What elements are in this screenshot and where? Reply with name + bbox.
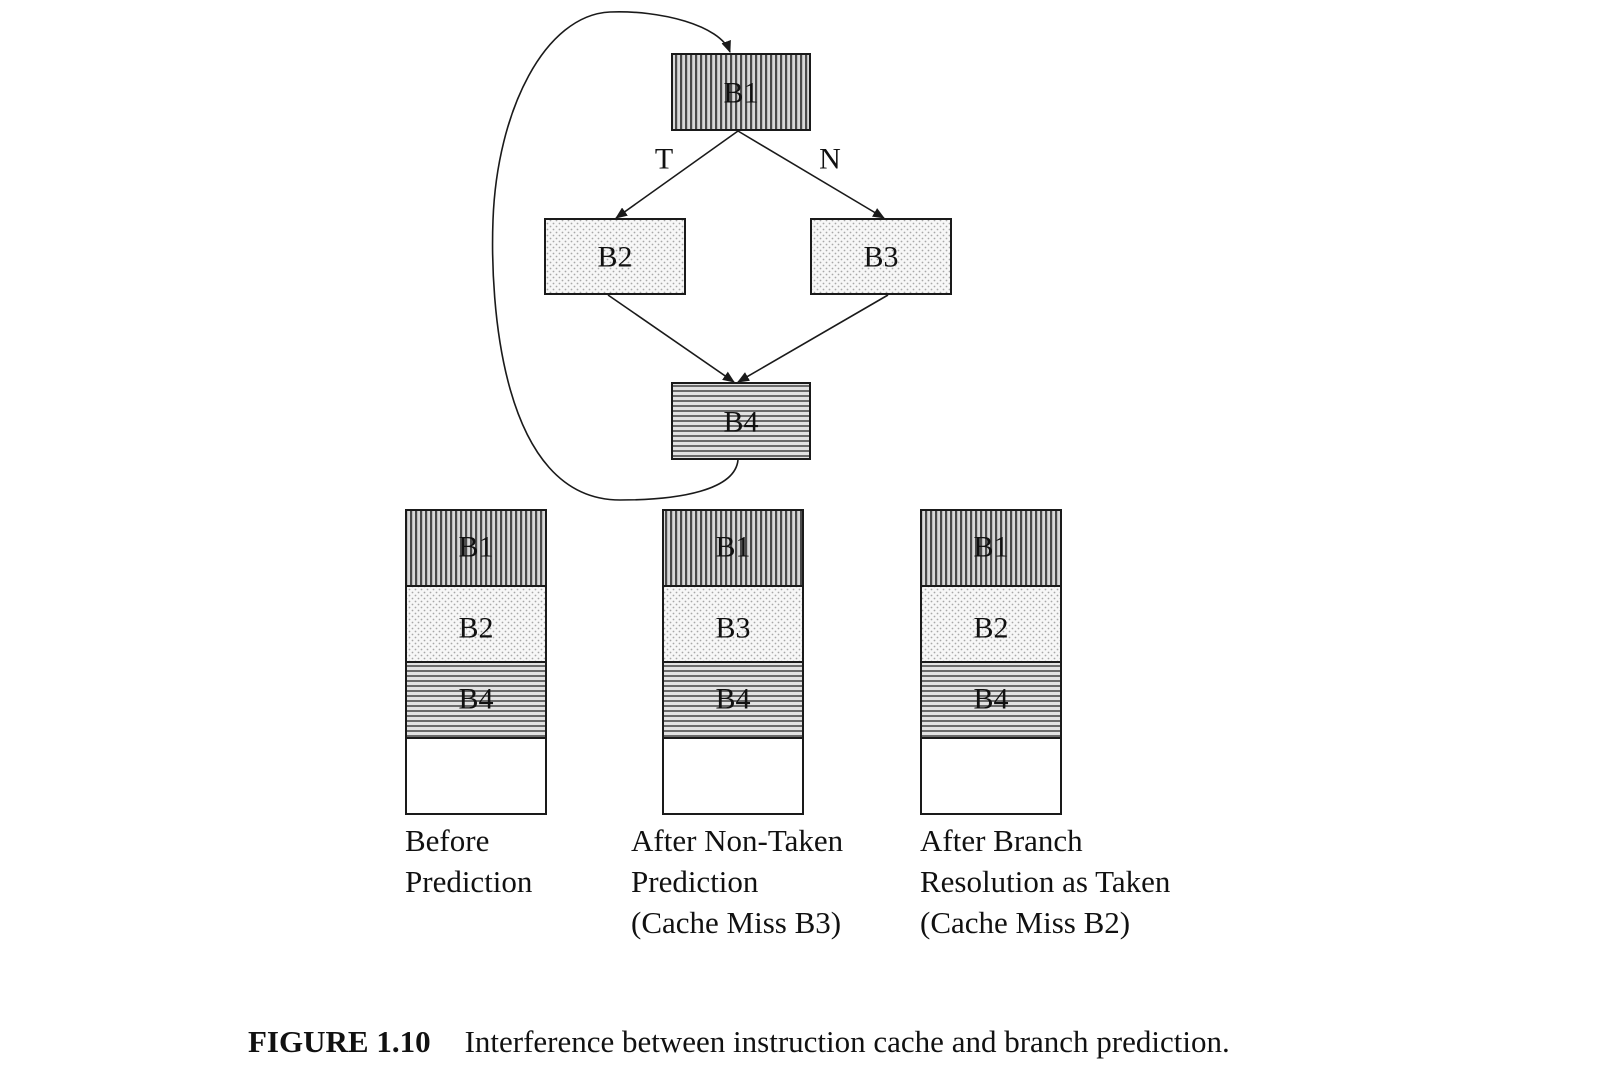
not-taken-label: N <box>819 143 841 176</box>
figure-caption: FIGURE 1.10 Interference between instruct… <box>248 1024 1230 1060</box>
caption-line: Before <box>405 823 490 858</box>
cache-slot-label: B2 <box>973 612 1008 645</box>
cache-caption-before: Before Prediction <box>405 820 532 902</box>
caption-line: (Cache Miss B2) <box>920 905 1131 940</box>
cfg-block-b2: B2 <box>544 218 686 295</box>
cache-caption-after-resolution: After Branch Resolution as Taken (Cache … <box>920 820 1170 943</box>
cache-state-after-resolution: B1 B2 B4 <box>920 509 1062 815</box>
cache-slot-label: B1 <box>458 531 493 564</box>
figure-number: FIGURE 1.10 <box>248 1024 431 1059</box>
edge-b2-b4 <box>607 294 735 383</box>
cfg-block-b3: B3 <box>810 218 952 295</box>
edge-b1-b2 <box>615 130 739 219</box>
control-flow-graph: T N B1 B2 B3 B4 <box>491 11 952 501</box>
cfg-block-label: B3 <box>863 241 898 274</box>
cache-state-after-non-taken: B1 B3 B4 <box>662 509 804 815</box>
edge-b1-b3 <box>737 130 885 219</box>
cache-slot-label: B3 <box>715 612 750 645</box>
cfg-block-label: B1 <box>723 77 758 110</box>
figure-caption-text: Interference between instruction cache a… <box>464 1024 1230 1059</box>
cfg-block-b4: B4 <box>671 382 811 460</box>
cache-caption-after-non-taken: After Non-Taken Prediction (Cache Miss B… <box>631 820 843 943</box>
cache-slot-label: B1 <box>973 531 1008 564</box>
cache-slot-label: B4 <box>458 683 493 716</box>
cache-slot-label: B2 <box>458 612 493 645</box>
caption-line: Prediction <box>631 864 759 899</box>
cfg-block-label: B2 <box>597 241 632 274</box>
caption-line: After Branch <box>920 823 1083 858</box>
cfg-block-label: B4 <box>723 406 758 439</box>
taken-label: T <box>655 143 673 176</box>
caption-line: Resolution as Taken <box>920 864 1171 899</box>
caption-line: (Cache Miss B3) <box>631 905 842 940</box>
cache-state-before: B1 B2 B4 <box>405 509 547 815</box>
caption-line: After Non-Taken <box>631 823 844 858</box>
cache-slot-label: B4 <box>973 683 1008 716</box>
caption-line: Prediction <box>405 864 533 899</box>
edge-b4-loop-b1 <box>491 11 739 501</box>
cache-slot-label: B4 <box>715 683 750 716</box>
edge-b3-b4 <box>737 294 889 383</box>
cfg-block-b1: B1 <box>671 53 811 131</box>
cache-slot-label: B1 <box>715 531 750 564</box>
